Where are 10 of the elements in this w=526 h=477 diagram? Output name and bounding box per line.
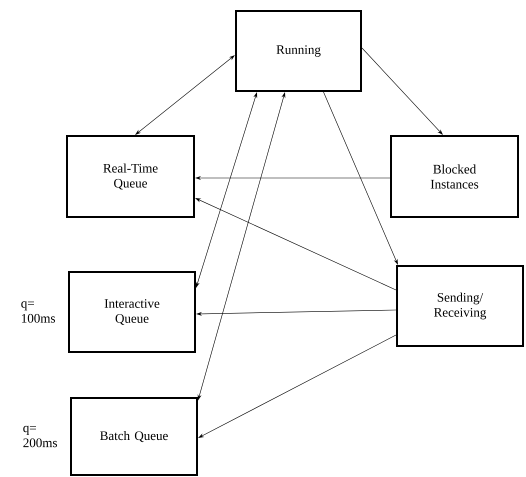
quantum-label: q= 100ms [21,301,56,323]
arrow [135,55,235,135]
state-box: Blocked Instances [390,135,519,218]
quantum-label: q= 200ms [23,426,58,448]
state-box: Real-Time Queue [66,135,195,218]
state-box: Batch Queue [70,397,198,476]
arrow [362,48,443,135]
state-box: Sending/ Receiving [396,265,524,347]
state-box: Running [235,10,362,92]
state-box: Interactive Queue [68,271,196,353]
